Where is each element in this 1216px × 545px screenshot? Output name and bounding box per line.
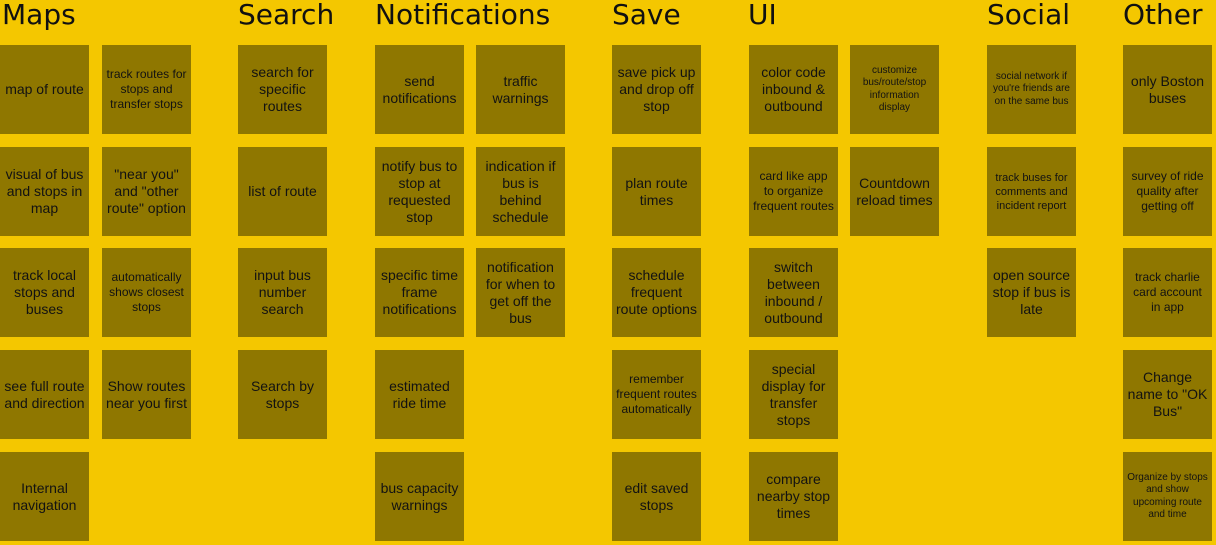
sticky-note[interactable]: special display for transfer stops — [749, 350, 838, 439]
sticky-note[interactable]: track buses for comments and incident re… — [987, 147, 1076, 236]
heading-search: Search — [238, 0, 335, 31]
sticky-note[interactable]: survey of ride quality after getting off — [1123, 147, 1212, 236]
sticky-note[interactable]: estimated ride time — [375, 350, 464, 439]
heading-maps: Maps — [2, 0, 76, 31]
heading-notifications: Notifications — [375, 0, 551, 31]
sticky-note[interactable]: save pick up and drop off stop — [612, 45, 701, 134]
sticky-note[interactable]: list of route — [238, 147, 327, 236]
sticky-note[interactable]: notify bus to stop at requested stop — [375, 147, 464, 236]
heading-social: Social — [987, 0, 1071, 31]
sticky-note[interactable]: customize bus/route/stop information dis… — [850, 45, 939, 134]
sticky-note[interactable]: Countdown reload times — [850, 147, 939, 236]
sticky-note[interactable]: visual of bus and stops in map — [0, 147, 89, 236]
sticky-note[interactable]: open source stop if bus is late — [987, 248, 1076, 337]
sticky-note[interactable]: input bus number search — [238, 248, 327, 337]
sticky-note[interactable]: specific time frame notifications — [375, 248, 464, 337]
sticky-note[interactable]: compare nearby stop times — [749, 452, 838, 541]
sticky-note[interactable]: Search by stops — [238, 350, 327, 439]
sticky-note[interactable]: track local stops and buses — [0, 248, 89, 337]
sticky-note[interactable]: switch between inbound / outbound — [749, 248, 838, 337]
sticky-note[interactable]: map of route — [0, 45, 89, 134]
heading-other: Other — [1123, 0, 1203, 31]
sticky-note[interactable]: indication if bus is behind schedule — [476, 147, 565, 236]
sticky-note[interactable]: track charlie card account in app — [1123, 248, 1212, 337]
sticky-note[interactable]: Internal navigation — [0, 452, 89, 541]
sticky-note[interactable]: notification for when to get off the bus — [476, 248, 565, 337]
sticky-note[interactable]: color code inbound & outbound — [749, 45, 838, 134]
sticky-note[interactable]: track routes for stops and transfer stop… — [102, 45, 191, 134]
sticky-note[interactable]: see full route and direction — [0, 350, 89, 439]
sticky-note[interactable]: bus capacity warnings — [375, 452, 464, 541]
sticky-note[interactable]: send notifications — [375, 45, 464, 134]
sticky-note[interactable]: Change name to "OK Bus" — [1123, 350, 1212, 439]
sticky-note[interactable]: schedule frequent route options — [612, 248, 701, 337]
sticky-note[interactable]: plan route times — [612, 147, 701, 236]
heading-ui: UI — [748, 0, 777, 31]
sticky-note[interactable]: "near you" and "other route" option — [102, 147, 191, 236]
sticky-note[interactable]: edit saved stops — [612, 452, 701, 541]
heading-save: Save — [612, 0, 681, 31]
sticky-note[interactable]: only Boston buses — [1123, 45, 1212, 134]
sticky-note[interactable]: search for specific routes — [238, 45, 327, 134]
sticky-note[interactable]: Show routes near you first — [102, 350, 191, 439]
sticky-note[interactable]: Organize by stops and show upcoming rout… — [1123, 452, 1212, 541]
sticky-note[interactable]: remember frequent routes automatically — [612, 350, 701, 439]
sticky-note[interactable]: traffic warnings — [476, 45, 565, 134]
sticky-note[interactable]: card like app to organize frequent route… — [749, 147, 838, 236]
sticky-note[interactable]: social network if you're friends are on … — [987, 45, 1076, 134]
sticky-note[interactable]: automatically shows closest stops — [102, 248, 191, 337]
